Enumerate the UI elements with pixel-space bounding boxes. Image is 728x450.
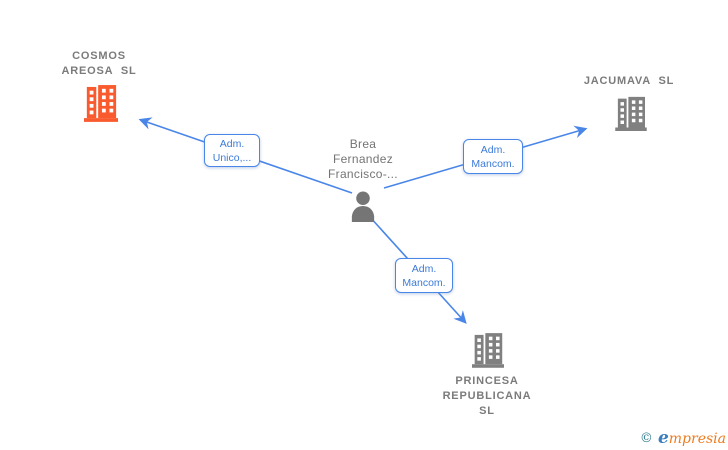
building-icon <box>615 96 647 131</box>
company-label-line: AREOSA SL <box>61 65 137 77</box>
edge-label-line: Adm. <box>480 143 506 156</box>
person-name-line: Brea <box>349 137 377 151</box>
copyright-icon: © <box>639 431 653 446</box>
company-node-princesa[interactable] <box>472 332 504 368</box>
person-node[interactable] <box>347 191 379 222</box>
edge-label-line: Adm. <box>219 137 245 150</box>
building-icon <box>472 333 504 368</box>
edge-label-line: Unico,... <box>212 151 252 164</box>
company-label-line: SL <box>479 405 495 417</box>
empresia-watermark[interactable]: © empresia <box>640 428 726 448</box>
person-name-line: Fernandez <box>332 152 394 166</box>
edge-label-princesa[interactable]: Adm. Mancom. <box>395 258 453 293</box>
brand-logo-e: e <box>657 428 669 448</box>
company-label-line: COSMOS <box>72 50 126 62</box>
company-node-cosmos[interactable] <box>84 84 118 122</box>
person-icon <box>351 191 375 222</box>
building-icon <box>84 85 118 122</box>
company-label-cosmos: COSMOS AREOSA SL <box>29 49 169 79</box>
person-name-line: Francisco-... <box>328 167 398 181</box>
edge-label-line: Adm. <box>411 262 437 275</box>
edge-label-cosmos[interactable]: Adm. Unico,... <box>204 134 260 167</box>
company-label-princesa: PRINCESA REPUBLICANA SL <box>417 374 557 419</box>
company-label-line: PRINCESA <box>455 375 519 387</box>
edge-label-line: Mancom. <box>402 276 446 289</box>
brand-logo-text: mpresia <box>668 431 726 447</box>
company-node-jacumava[interactable] <box>615 96 647 131</box>
company-label-line: JACUMAVA SL <box>583 75 675 87</box>
company-label-line: REPUBLICANA <box>442 390 532 402</box>
edge-label-jacumava[interactable]: Adm. Mancom. <box>463 139 523 174</box>
company-label-jacumava: JACUMAVA SL <box>559 74 699 89</box>
person-name: Brea Fernandez Francisco-... <box>303 137 423 182</box>
edge-label-line: Mancom. <box>471 157 515 170</box>
